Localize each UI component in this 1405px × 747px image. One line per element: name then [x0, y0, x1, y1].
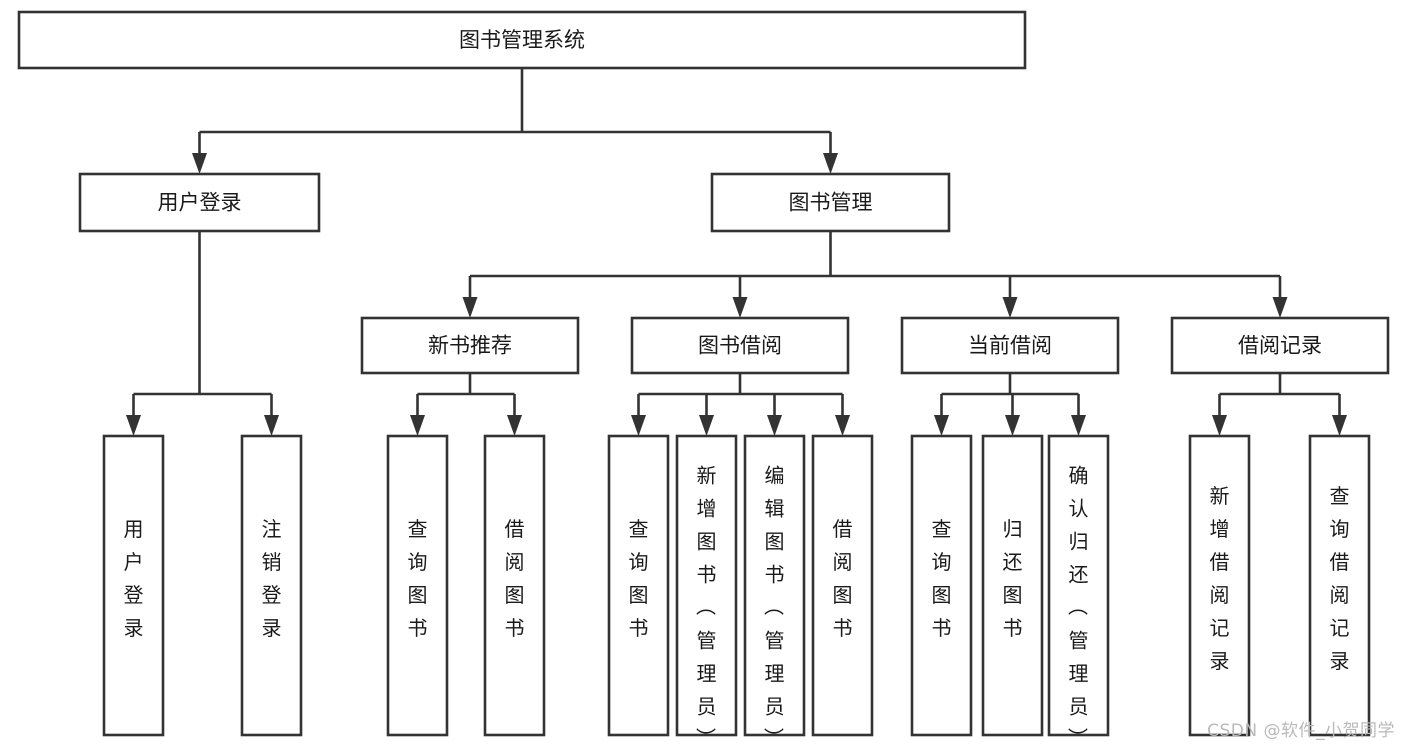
node-label: 新书推荐	[428, 334, 512, 358]
node-add-borrow-record[interactable]: 新增借阅记录	[1188, 434, 1251, 737]
node-label: 用户登录	[158, 191, 242, 215]
node-label: 查询图书	[408, 517, 428, 640]
node-edit-book[interactable]: 编辑图书（管理员）	[743, 434, 806, 747]
node-box	[17, 10, 1027, 70]
node-label: 借阅图书	[833, 517, 853, 640]
node-query-book-2[interactable]: 查询图书	[607, 434, 670, 737]
node-label: 确认归还（管理员）	[1068, 464, 1089, 747]
arrow-head-icon	[934, 415, 949, 436]
node-label: 注销登录	[262, 517, 282, 640]
arrow-head-icon	[507, 415, 522, 436]
arrow-head-icon	[192, 153, 207, 174]
node-box	[1188, 434, 1251, 737]
arrow-head-icon	[699, 415, 714, 436]
node-borrow-record[interactable]: 借阅记录	[1170, 316, 1390, 375]
node-label: 借阅图书	[505, 517, 525, 640]
arrow-head-icon	[823, 153, 838, 174]
node-label: 编辑图书（管理员）	[764, 464, 785, 747]
node-layer: 图书管理系统用户登录用户登录注销登录图书管理新书推荐查询图书借阅图书图书借阅查询…	[17, 10, 1390, 747]
node-box	[675, 434, 738, 737]
node-label: 归还图书	[1003, 517, 1023, 640]
node-box	[1047, 434, 1110, 737]
node-user-login-leaf[interactable]: 用户登录	[102, 434, 165, 737]
node-query-book-1[interactable]: 查询图书	[386, 434, 449, 737]
arrow-head-icon	[767, 415, 782, 436]
node-box	[981, 434, 1044, 737]
node-box	[630, 316, 850, 375]
arrow-head-icon	[835, 415, 850, 436]
node-box	[1308, 434, 1371, 737]
arrow-head-icon	[126, 415, 141, 436]
arrow-head-icon	[264, 415, 279, 436]
node-add-book[interactable]: 新增图书（管理员）	[675, 434, 738, 747]
node-box	[900, 316, 1120, 375]
node-box	[1170, 316, 1390, 375]
arrow-head-icon	[1212, 415, 1227, 436]
node-confirm-return[interactable]: 确认归还（管理员）	[1047, 434, 1110, 747]
node-box	[386, 434, 449, 737]
node-label: 查询图书	[932, 517, 952, 640]
node-label: 新增图书（管理员）	[696, 464, 717, 747]
node-user-logout-leaf[interactable]: 注销登录	[240, 434, 303, 737]
node-query-borrow-record[interactable]: 查询借阅记录	[1308, 434, 1371, 737]
node-box	[483, 434, 546, 737]
node-label: 查询借阅记录	[1330, 484, 1350, 673]
node-box	[78, 172, 321, 233]
node-book-management[interactable]: 图书管理	[710, 172, 951, 233]
node-user-login[interactable]: 用户登录	[78, 172, 321, 233]
arrow-head-icon	[1272, 297, 1288, 318]
node-book-borrow[interactable]: 图书借阅	[630, 316, 850, 375]
node-label: 新增借阅记录	[1210, 484, 1230, 673]
node-label: 借阅记录	[1238, 334, 1322, 358]
arrow-head-icon	[732, 297, 748, 318]
node-new-book-recommend[interactable]: 新书推荐	[360, 316, 580, 375]
connector-layer	[126, 68, 1347, 436]
arrow-head-icon	[1071, 415, 1086, 436]
node-return-book[interactable]: 归还图书	[981, 434, 1044, 737]
node-box	[360, 316, 580, 375]
node-label: 图书管理	[789, 191, 873, 215]
node-box	[240, 434, 303, 737]
node-box	[910, 434, 973, 737]
node-borrow-book-1[interactable]: 借阅图书	[483, 434, 546, 737]
arrow-head-icon	[462, 297, 478, 318]
node-box	[102, 434, 165, 737]
arrow-head-icon	[1332, 415, 1347, 436]
node-label: 图书管理系统	[459, 28, 585, 52]
node-query-book-3[interactable]: 查询图书	[910, 434, 973, 737]
arrow-head-icon	[1002, 297, 1018, 318]
arrow-head-icon	[1005, 415, 1020, 436]
node-root[interactable]: 图书管理系统	[17, 10, 1027, 70]
node-box	[811, 434, 874, 737]
node-label: 用户登录	[124, 517, 144, 640]
node-box	[743, 434, 806, 737]
node-box	[710, 172, 951, 233]
watermark-label: CSDN @软件_小贺同学	[1207, 721, 1395, 741]
node-label: 查询图书	[629, 517, 649, 640]
arrow-head-icon	[631, 415, 646, 436]
node-borrow-book-2[interactable]: 借阅图书	[811, 434, 874, 737]
node-label: 图书借阅	[698, 334, 782, 358]
node-current-borrow[interactable]: 当前借阅	[900, 316, 1120, 375]
node-label: 当前借阅	[968, 334, 1052, 358]
arrow-head-icon	[410, 415, 425, 436]
node-box	[607, 434, 670, 737]
